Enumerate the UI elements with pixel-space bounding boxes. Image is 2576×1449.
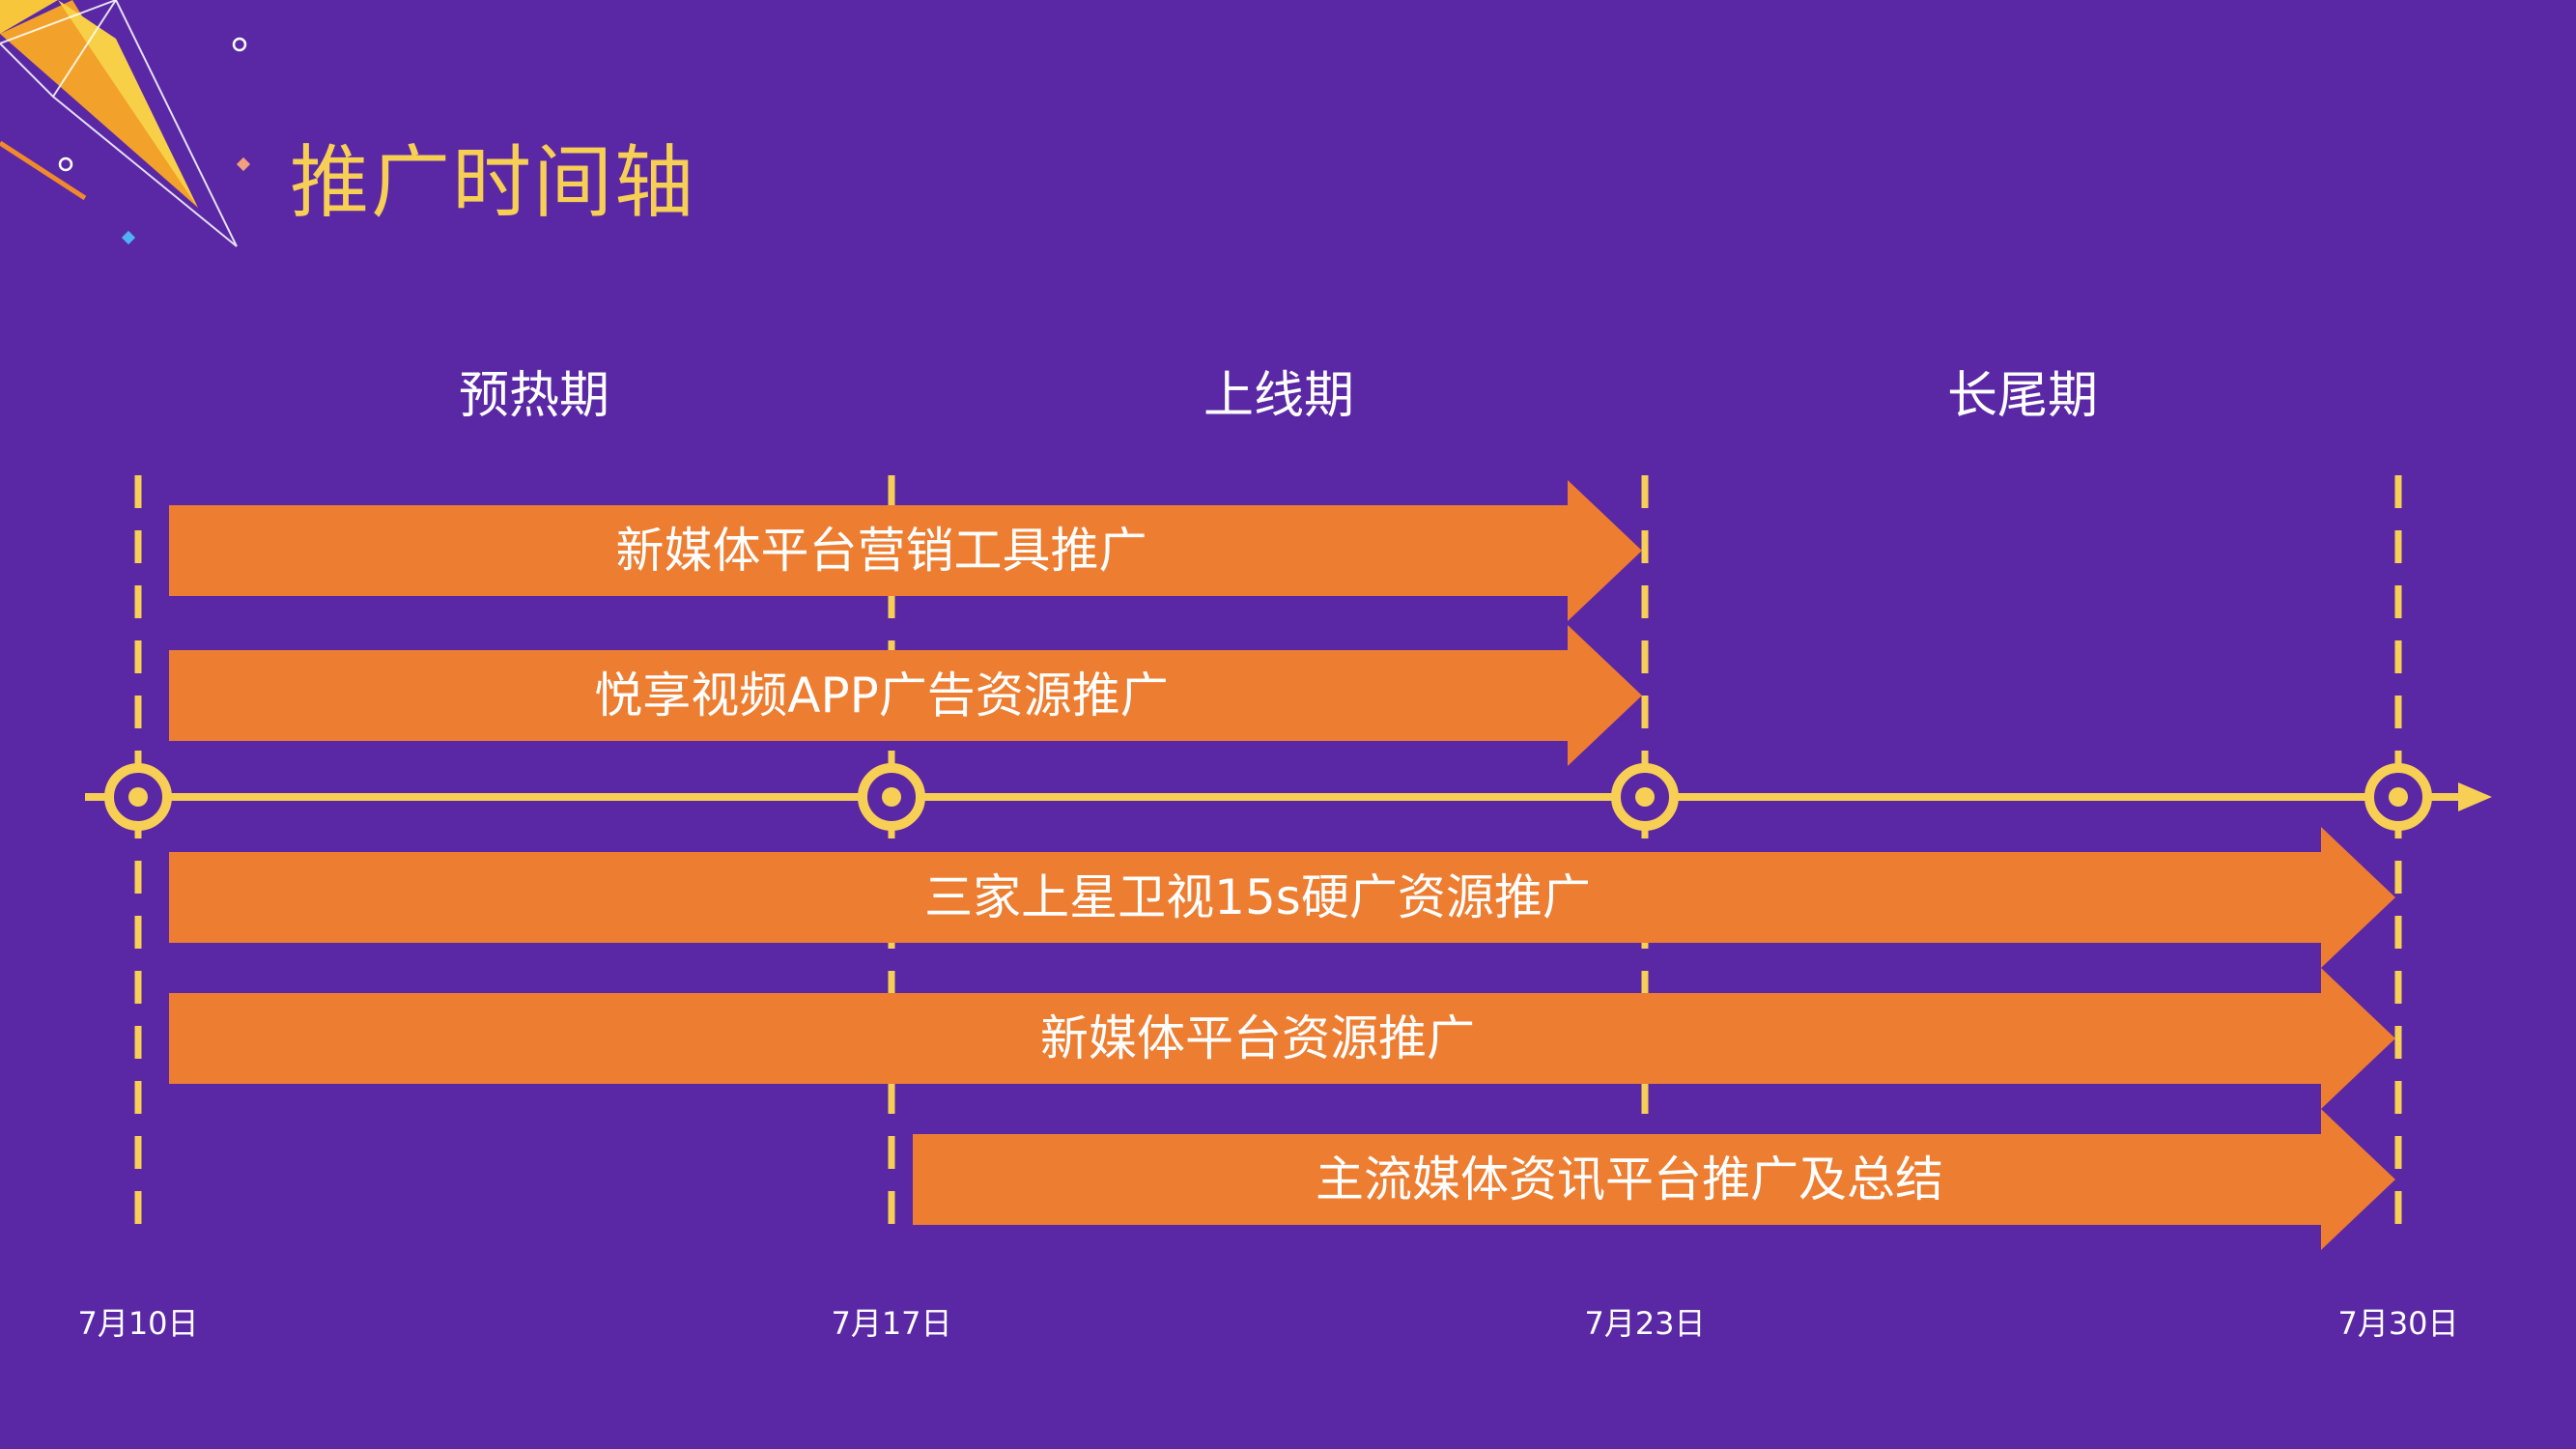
milestone-node [104, 763, 172, 831]
ring-icon [58, 156, 73, 172]
orange-streak [0, 140, 87, 201]
ring-icon [232, 37, 247, 52]
task-label: 主流媒体资讯平台推广及总结 [1316, 1151, 1943, 1208]
phase-label-preheat: 预热期 [458, 367, 609, 425]
task-arrow [913, 1109, 2395, 1250]
task-arrow [169, 480, 1642, 621]
milestone-node [2364, 763, 2432, 831]
milestone-date: 7月23日 [1584, 1305, 1706, 1342]
milestone-date: 7月30日 [2337, 1305, 2459, 1342]
task-arrow [169, 968, 2395, 1109]
phase-label-launch: 上线期 [1203, 367, 1354, 425]
task-arrow [169, 625, 1642, 766]
task-label: 新媒体平台营销工具推广 [615, 523, 1147, 579]
triangle-shape [58, 0, 198, 208]
task-label: 悦享视频APP广告资源推广 [594, 668, 1169, 724]
triangle-shape [0, 0, 198, 208]
task-label: 新媒体平台资源推广 [1040, 1010, 1475, 1066]
page-title: 推广时间轴 [290, 137, 696, 229]
milestone-node [858, 763, 925, 831]
task-arrow [169, 827, 2395, 968]
corner-decoration [0, 0, 251, 247]
milestone-date: 7月17日 [831, 1305, 952, 1342]
timeline-arrowhead [2458, 782, 2492, 811]
phase-label-long-tail: 长尾期 [1946, 367, 2098, 425]
triangle-outline [52, 0, 117, 98]
diamond-icon [236, 156, 251, 172]
task-label: 三家上星卫视15s硬广资源推广 [924, 869, 1591, 925]
triangle-outline [0, 0, 238, 247]
milestone-node [1611, 763, 1679, 831]
triangle-shape [0, 0, 58, 34]
milestone-date: 7月10日 [77, 1305, 199, 1342]
